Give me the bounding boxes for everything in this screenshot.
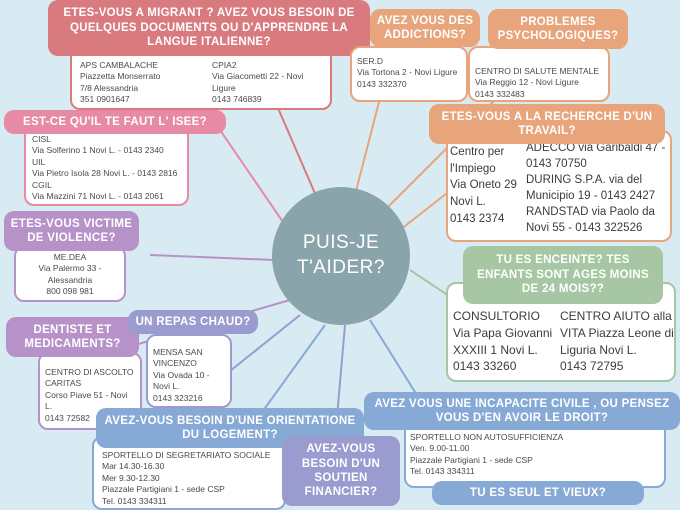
- work-info-1: Centro per l'Impiego Via Oneto 29 Novi L…: [450, 146, 517, 225]
- isee-info: CISL Via Solferino 1 Novi L. - 0143 2340…: [32, 134, 178, 202]
- meal-card: [146, 334, 232, 408]
- psych-info: CENTRO DI SALUTE MENTALE Via Reggio 12 -…: [475, 66, 600, 99]
- pregnant-info-2: CENTRO AIUTO alla VITA Piazza Leone di L…: [560, 309, 674, 374]
- dentist-info: CENTRO DI ASCOLTO CARITAS Corso Piave 51…: [45, 367, 134, 423]
- work-title: ETES-VOUS A LA RECHERCHE D'UN TRAVAIL?: [429, 104, 665, 144]
- disability-title: AVEZ VOUS UNE INCAPACITE CIVILE , OU PEN…: [364, 392, 680, 430]
- migrant-info-1: APS CAMBALACHE Piazzetta Monserrato 7/8 …: [80, 60, 161, 105]
- addictions-title: AVEZ VOUS DES ADDICTIONS?: [370, 9, 480, 47]
- psych-title: PROBLEMES PSYCHOLOGIQUES?: [488, 9, 628, 49]
- connector-isee: [219, 129, 286, 226]
- connector-disability: [369, 319, 421, 401]
- disability-info: SPORTELLO NON AUTOSUFFICIENZA Ven. 9.00-…: [410, 432, 564, 477]
- meal-title: UN REPAS CHAUD?: [128, 310, 258, 334]
- alone-title: TU ES SEUL ET VIEUX?: [432, 481, 644, 505]
- connector-housing: [259, 324, 326, 416]
- addictions-info: SER.D Via Tortona 2 - Novi Ligure 0143 3…: [357, 56, 458, 89]
- violence-card: [14, 246, 126, 302]
- migrant-info-2: CPIA2 Via Giacometti 22 - Novi Ligure 01…: [212, 60, 304, 105]
- financial-title: AVEZ-VOUS BESOIN D'UN SOUTIEN FINANCIER?: [282, 436, 400, 506]
- violence-info: ME.DEA Via Palermo 33 - Alessandria 800 …: [38, 252, 102, 297]
- connector-violence: [149, 254, 276, 261]
- psych-card: [468, 46, 610, 102]
- isee-title: EST-CE QU'IL TE FAUT L' ISEE?: [4, 110, 226, 134]
- dentist-title: DENTISTE ET MEDICAMENTS?: [6, 317, 139, 357]
- addictions-card: [350, 46, 468, 102]
- pregnant-title: TU ES ENCEINTE? TES ENFANTS SONT AGES MO…: [463, 246, 663, 304]
- connector-meal: [224, 314, 301, 376]
- meal-info: MENSA SAN VINCENZO Via Ovada 10 - Novi L…: [153, 347, 210, 403]
- isee-card: [24, 124, 189, 206]
- housing-title: AVEZ-VOUS BESOIN D'UNE ORIENTATIONE DU L…: [96, 408, 364, 448]
- center-line-2: T'AIDER?: [297, 257, 385, 278]
- violence-title: ETES-VOUS VICTIME DE VIOLENCE?: [4, 211, 139, 251]
- housing-info: SPORTELLO DI SEGRETARIATO SOCIALE Mar 14…: [102, 450, 271, 506]
- center-line-1: PUIS-JE: [302, 232, 380, 254]
- center-node: PUIS-JE T'AIDER?: [272, 187, 410, 325]
- work-info-2: ADECCO via Garibaldi 47 - 0143 70750 DUR…: [526, 142, 666, 235]
- pregnant-info-1: CONSULTORIO Via Papa Giovanni XXXIII 1 N…: [453, 309, 553, 374]
- migrant-title: ETES-VOUS A MIGRANT ? AVEZ VOUS BESOIN D…: [48, 0, 370, 56]
